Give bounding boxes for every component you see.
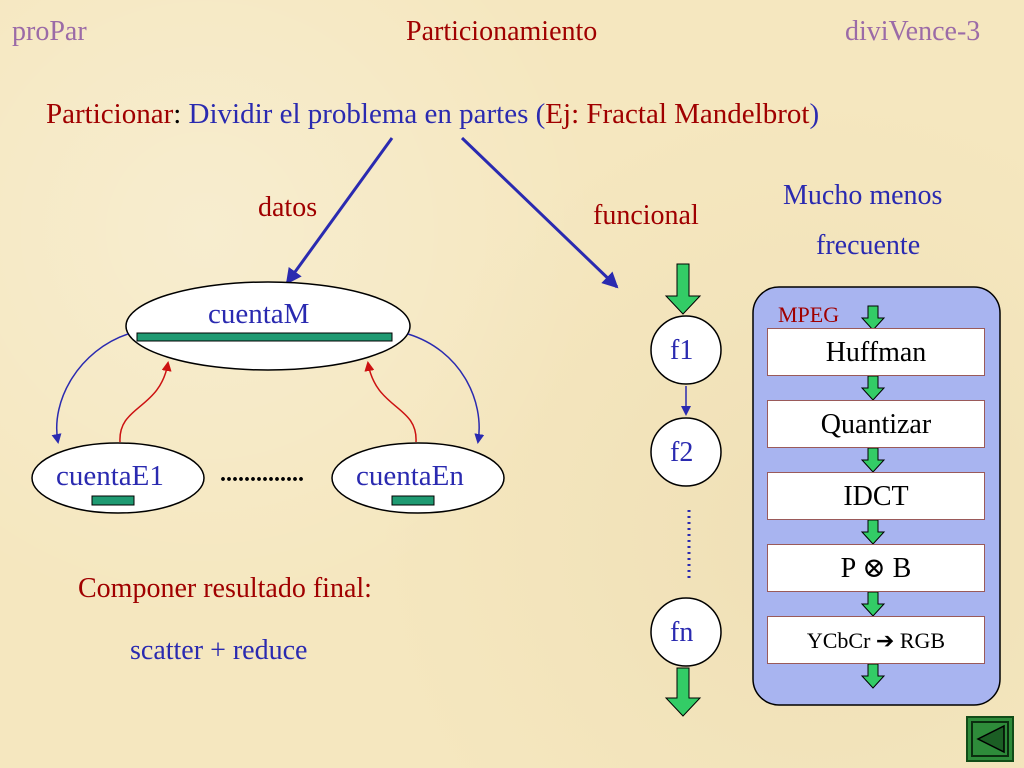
label-f2: f2 xyxy=(670,437,694,468)
curve-M-to-En xyxy=(407,333,485,444)
curve-M-to-E1 xyxy=(51,333,129,444)
stage-huffman: Huffman xyxy=(767,328,985,376)
subtitle-example: Ej: Fractal Mandelbrot xyxy=(545,98,810,130)
stage-p-times-b: P ⊗ B xyxy=(767,544,985,592)
ellipse-cuentaE1 xyxy=(31,442,205,514)
label-rare-line1: Mucho menos xyxy=(783,180,943,211)
arrow-to-datos xyxy=(285,137,394,285)
curve-En-to-M xyxy=(364,361,417,443)
pipe-arrow-3 xyxy=(860,519,886,545)
label-cuentaM: cuentaM xyxy=(208,298,310,330)
stage-quantizar: Quantizar xyxy=(767,400,985,448)
green-arrow-out xyxy=(664,667,702,717)
header-right: diviVence-3 xyxy=(845,16,981,47)
green-arrow-in xyxy=(664,263,702,315)
pipe-arrow-4 xyxy=(860,591,886,617)
bar-cuentaE1 xyxy=(91,495,135,506)
bar-cuentaEn xyxy=(391,495,435,506)
subtitle-term: Particionar xyxy=(46,98,174,130)
subtitle-colon: : xyxy=(173,98,182,130)
stage-ycbcr-rgb: YCbCr ➔ RGB xyxy=(767,616,985,664)
label-cuentaE1: cuentaE1 xyxy=(56,460,164,492)
label-funcional: funcional xyxy=(593,200,699,231)
label-datos: datos xyxy=(258,192,318,223)
header-title: Particionamiento xyxy=(406,16,598,47)
label-fn: fn xyxy=(670,617,694,648)
circle-f1 xyxy=(650,315,722,385)
back-arrow-icon xyxy=(971,721,1009,757)
circle-fn xyxy=(650,597,722,667)
label-cuentaEn: cuentaEn xyxy=(356,460,464,492)
subtitle-close: ) xyxy=(809,98,820,130)
pipe-arrow-0 xyxy=(860,305,886,331)
arrow-to-funcional xyxy=(460,136,619,289)
pipe-arrow-5 xyxy=(860,663,886,689)
label-rare-line2: frecuente xyxy=(816,230,921,261)
bar-cuentaM xyxy=(136,332,393,342)
pipeline-label: MPEG xyxy=(778,302,840,327)
back-nav-button[interactable] xyxy=(966,716,1014,762)
circle-f2 xyxy=(650,417,722,487)
ellipse-cuentaM xyxy=(125,281,411,371)
compose-detail: scatter + reduce xyxy=(130,635,308,666)
ellipse-cuentaEn xyxy=(331,442,505,514)
label-f1: f1 xyxy=(670,335,694,366)
header-left: proPar xyxy=(12,16,87,47)
pipe-arrow-2 xyxy=(860,447,886,473)
subtitle: Particionar: Dividir el problema en part… xyxy=(46,100,819,129)
stage-idct: IDCT xyxy=(767,472,985,520)
curve-E1-to-M xyxy=(119,361,172,443)
subtitle-desc: Dividir el problema en partes ( xyxy=(181,98,546,130)
compose-title: Componer resultado final: xyxy=(78,573,372,604)
workers-ellipsis: .............. xyxy=(220,461,304,487)
pipe-arrow-1 xyxy=(860,375,886,401)
